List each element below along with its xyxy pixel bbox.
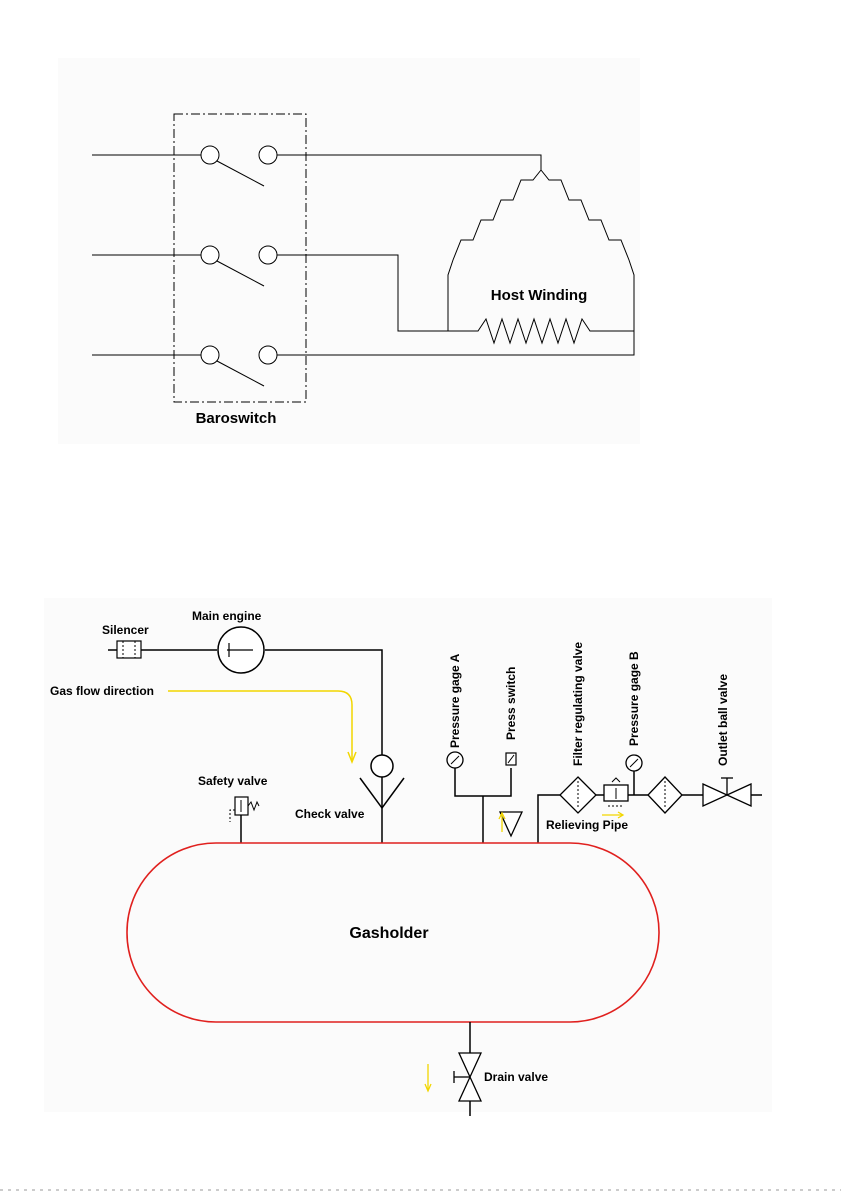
contact-1a [201, 146, 219, 164]
pressure-gage-a-label: Pressure gage A [448, 653, 462, 748]
silencer-label: Silencer [102, 623, 149, 637]
wiring-panel-background [58, 58, 640, 444]
contact-2a [201, 246, 219, 264]
pneumatic-diagram: Silencer Main engine Gas flow direction … [44, 598, 772, 1116]
outlet-ball-valve-label: Outlet ball valve [716, 674, 730, 766]
contact-3a [201, 346, 219, 364]
gasholder-label: Gasholder [349, 925, 428, 942]
filter-regulating-valve-label: Filter regulating valve [571, 642, 585, 766]
baroswitch-label: Baroswitch [196, 410, 277, 427]
contact-2b [259, 246, 277, 264]
contact-3b [259, 346, 277, 364]
main-engine-label: Main engine [192, 609, 262, 623]
safety-valve-label: Safety valve [198, 774, 268, 788]
gas-flow-direction-label: Gas flow direction [50, 684, 154, 698]
host-winding-label: Host Winding [491, 287, 588, 304]
pressure-gage-b-label: Pressure gage B [627, 651, 641, 746]
wiring-diagram: Host Winding Baroswitch [58, 58, 640, 444]
main-engine-icon [218, 627, 264, 673]
relieving-pipe-label: Relieving Pipe [546, 818, 628, 832]
pneumatic-panel-background [44, 598, 772, 1112]
drain-valve-label: Drain valve [484, 1070, 548, 1084]
pressure-gage-a-icon [447, 752, 463, 768]
pressure-gage-b-icon [626, 755, 642, 771]
contact-1b [259, 146, 277, 164]
check-valve-label: Check valve [295, 807, 365, 821]
press-switch-label: Press switch [504, 667, 518, 740]
silencer-icon [117, 641, 141, 658]
